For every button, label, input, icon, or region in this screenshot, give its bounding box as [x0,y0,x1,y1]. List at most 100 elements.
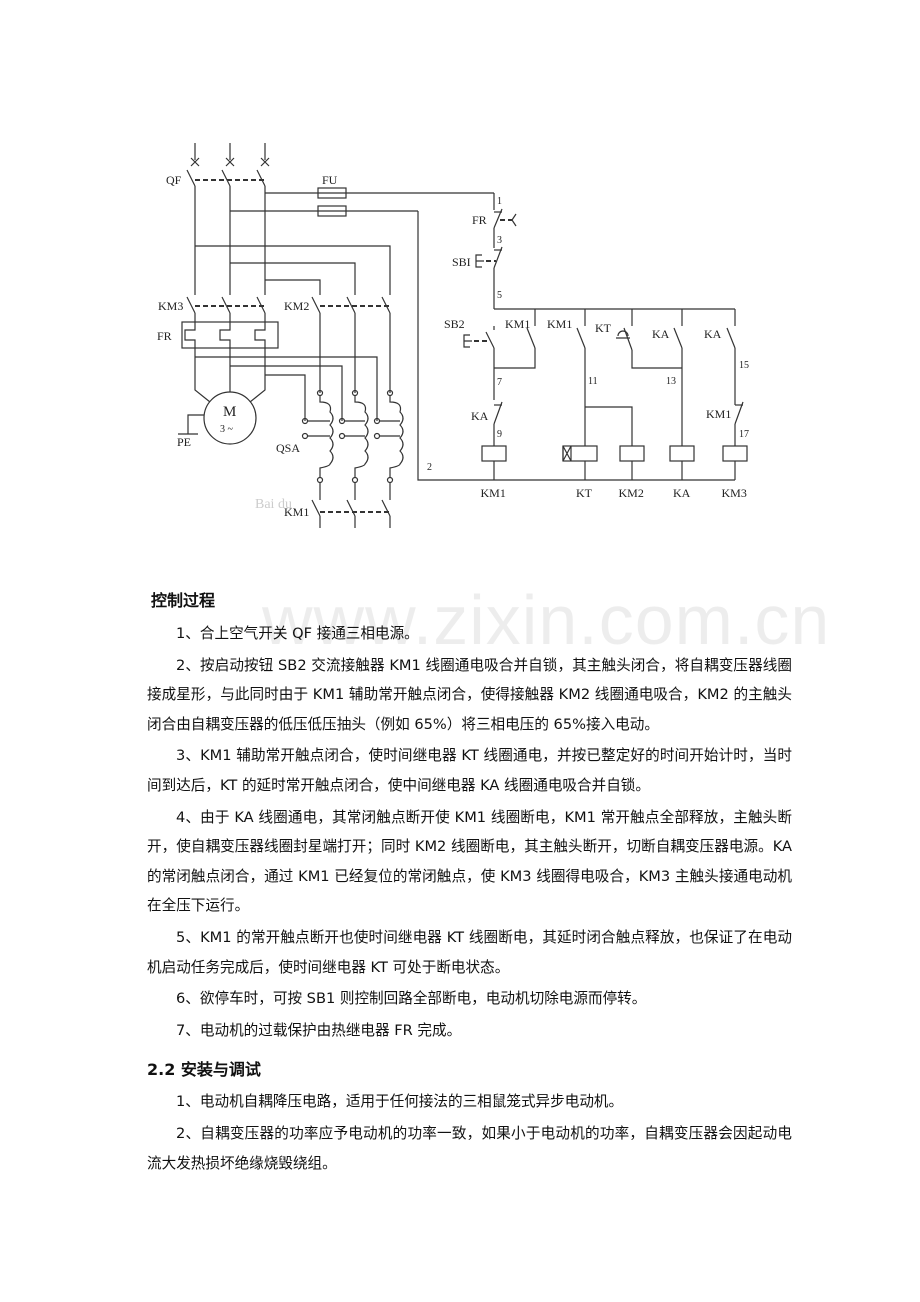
label-node-1: 1 [497,196,502,207]
section-heading-install: 2.2 安装与调试 [147,1060,261,1080]
autotransformer-coil-icon [319,396,334,478]
label-sb1: SBI [452,255,471,269]
label-coil-ka: KA [673,486,691,500]
wire [631,350,682,369]
km3-blade-2 [221,296,231,314]
wire-2 [417,211,494,481]
km3-blade-1 [186,296,196,314]
label-motor-phase: 3 ~ [220,424,234,435]
paragraph: 4、由于 KA 线圈通电，其常闭触点断开使 KM1 线圈断电，KM1 常开触点全… [147,808,792,915]
paragraph: 7、电动机的过载保护由热继电器 FR 完成。 [176,1021,462,1039]
paragraph: 3、KM1 辅助常开触点闭合，使时间继电器 KT 线圈通电，并按已整定好的时间开… [147,747,792,794]
feed-km2-3 [195,245,391,295]
cross-mark-icon [190,157,200,167]
label-fu: FU [322,173,338,187]
tap-line-3 [195,356,378,421]
label-pe: PE [177,435,191,449]
km2-blade-1 [311,296,321,314]
label-km1: KM1 [284,505,309,519]
thermal-element-icon [254,322,266,348]
section-heading-control: 控制过程 [151,591,216,610]
relay-coil-km1 [481,445,507,462]
label-ka-nc: KA [471,409,489,423]
km1-kt-contact-blade [576,327,586,349]
label-qsa: QSA [276,441,300,455]
wire [494,348,536,369]
sb1-stop-button-blade [493,246,503,269]
label-node-3: 3 [497,235,502,246]
label-node-5: 5 [497,290,502,301]
qf-blade-2 [221,169,231,187]
autotransformer-coil-icon [389,396,404,478]
label-node-11: 11 [588,376,598,387]
label-km2: KM2 [284,299,309,313]
pe-lead [187,414,204,434]
label-ka-hold: KA [652,327,670,341]
ka-km3-contact-blade [726,327,736,349]
push-button-icon [463,334,472,348]
qf-blade-1 [186,169,196,187]
terminal-icon [386,389,394,397]
paragraph: 1、电动机自耦降压电路，适用于任何接法的三相鼠笼式异步电动机。 [176,1093,624,1111]
km1-hold-contact-blade [526,327,536,349]
feed-km2-2 [230,262,356,295]
tap-terminal-icon [301,432,309,440]
ka-nc-contact-blade [493,401,503,425]
document-body: 控制过程 1、合上空气开关 QF 接通三相电源。 2、按启动按钮 SB2 交流接… [147,588,792,1180]
km1-main-blade-1 [311,499,321,517]
tap-terminal-icon [338,432,346,440]
paragraph: 1、合上空气开关 QF 接通三相电源。 [176,625,419,642]
label-km1-nc: KM1 [706,407,731,421]
watermark: www.zixin.com.cn [262,581,831,659]
km1-main-blade-3 [381,499,391,517]
label-km3: KM3 [158,299,183,313]
label-node-15: 15 [739,360,749,371]
relay-coil-kt [562,445,598,462]
paragraph: 6、欲停车时，可按 SB1 则控制回路全部断电，电动机切除电源而停转。 [176,990,647,1008]
relay-coil-km2 [619,445,645,462]
label-wire-2: 2 [427,462,432,473]
ka-hold-contact-blade [673,327,683,349]
time-relay-marker-icon [562,445,572,462]
label-coil-kt: KT [576,486,593,500]
fuse-icon [317,205,347,217]
fuse-icon [317,187,347,199]
label-sb2: SB2 [444,317,465,331]
km1-main-blade-2 [346,499,356,517]
label-coil-km3: KM3 [722,486,747,500]
thermal-element-icon [184,322,196,348]
time-delay-icon [616,330,630,339]
paragraph: 5、KM1 的常开触点断开也使时间继电器 KT 线圈断电，其延时闭合触点释放，也… [147,928,792,976]
thermal-element-icon [219,322,231,348]
label-node-13: 13 [666,376,676,387]
label-qf: QF [166,173,182,187]
motor-lead-1 [194,348,211,403]
baidu-watermark: Bai du [255,497,292,512]
qf-blade-3 [256,169,266,187]
tap-line-1 [265,374,306,421]
cross-mark-icon [260,157,270,167]
label-node-17: 17 [739,429,749,440]
label-kt-contact: KT [595,321,612,335]
push-button-icon [475,254,484,268]
label-ka-km3: KA [704,327,722,341]
label-coil-km2: KM2 [619,486,644,500]
label-node-9: 9 [497,429,502,440]
label-fr-ctrl: FR [472,213,487,227]
fr-nc-contact-blade [493,208,503,229]
terminal-icon [316,389,324,397]
motor-lead-3 [249,348,266,403]
cross-mark-icon [225,157,235,167]
autotransformer-coil-icon [354,396,369,478]
feed-km2-1 [265,279,321,295]
label-fr: FR [157,329,172,343]
tap-line-2 [230,365,343,421]
km2-blade-2 [346,296,356,314]
km1-nc-contact-blade [734,401,744,425]
label-motor: M [223,404,236,420]
label-node-7: 7 [497,377,502,388]
terminal-icon [351,476,359,484]
relay-coil-km3 [722,445,748,462]
motor-icon [203,391,257,445]
